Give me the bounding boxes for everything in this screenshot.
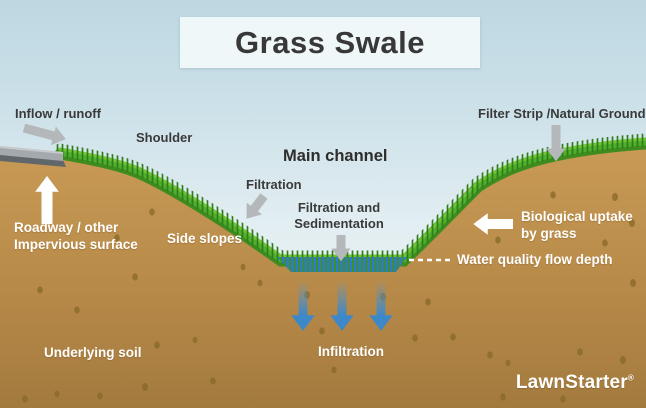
label-biological-uptake: Biological uptake by grass (521, 209, 633, 241)
roadway-strip (0, 146, 66, 167)
inflow-arrow (22, 123, 66, 146)
lawnstarter-logo: LawnStarter® (516, 372, 634, 394)
infiltration-arrows (291, 281, 393, 331)
title-banner: Grass Swale (180, 17, 480, 68)
label-shoulder: Shoulder (136, 130, 193, 145)
label-main-channel: Main channel (283, 147, 388, 165)
label-filter-strip: Filter Strip /Natural Ground (478, 106, 646, 121)
annotation-arrows-white (35, 176, 513, 235)
soil-speckles (22, 191, 636, 403)
label-infiltration: Infiltration (318, 344, 384, 359)
label-side-slopes: Side slopes (167, 231, 243, 246)
annotation-arrows-gray (22, 123, 566, 262)
page-title: Grass Swale (235, 24, 425, 60)
label-water-quality-flow-depth: Water quality flow depth (457, 252, 613, 267)
label-filtration-sedimentation: Filtration and Sedimentation (294, 200, 384, 232)
filtration-arrow (246, 193, 268, 219)
soil-cross-section (0, 146, 646, 408)
channel-water (277, 257, 407, 272)
label-underlying-soil: Underlying soil (44, 345, 142, 360)
label-filtration: Filtration (246, 177, 302, 192)
label-inflow-runoff: Inflow / runoff (15, 106, 101, 121)
brand-name: LawnStarter (515, 372, 628, 393)
label-roadway-impervious: Roadway / other Impervious surface (14, 220, 138, 252)
registered-mark: ® (627, 373, 634, 383)
